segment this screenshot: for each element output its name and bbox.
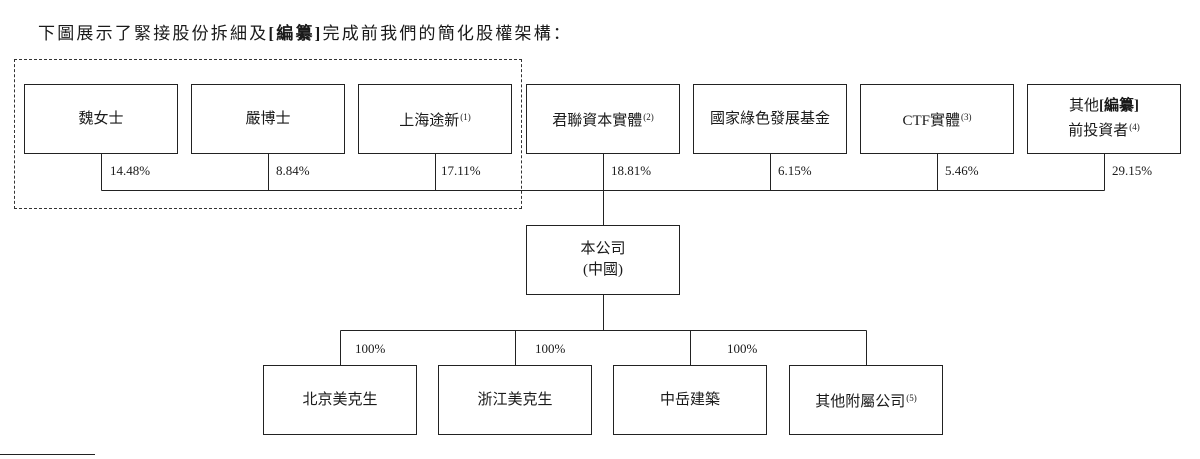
shareholder-name: 魏女士 <box>78 110 124 127</box>
subsidiary-name: 浙江美克生 <box>477 391 553 408</box>
company-name: 本公司 <box>580 241 626 257</box>
shareholder-box-ctf: CTF實體(3) <box>860 84 1014 154</box>
shareholding-pct-5: 5.46% <box>945 163 979 178</box>
shareholder-name-redacted: [編纂] <box>1099 98 1139 114</box>
shareholding-pct-4: 6.15% <box>778 163 812 178</box>
footnote-marker: (5) <box>906 392 917 403</box>
shareholder-name: 君聯資本實體 <box>552 112 643 129</box>
shareholder-name: 國家綠色發展基金 <box>709 110 830 127</box>
shareholder-name-part: 其他 <box>1068 98 1099 114</box>
subsidiary-box-zhejiang: 浙江美克生 <box>438 365 592 435</box>
shareholder-name: 上海途新 <box>399 112 460 129</box>
shareholder-name-line2: 前投資者 <box>1068 123 1129 139</box>
subsidiary-pct-2: 100% <box>727 341 758 356</box>
shareholder-name: 嚴博士 <box>245 110 291 127</box>
shareholding-pct-1: 8.84% <box>276 163 310 178</box>
subsidiary-box-other-subsidiaries: 其他附屬公司(5) <box>789 365 943 435</box>
footnote-separator <box>0 454 95 455</box>
subsidiary-pct-0: 100% <box>355 341 386 356</box>
intro-redacted: [編纂] <box>268 24 323 43</box>
shareholding-pct-0: 14.48% <box>110 163 151 178</box>
intro-text-before: 下圖展示了緊接股份拆細及 <box>38 24 269 43</box>
shareholder-box-national-green-fund: 國家綠色發展基金 <box>693 84 847 154</box>
shareholder-box-legend-capital: 君聯資本實體(2) <box>526 84 680 154</box>
subsidiary-box-zhongyue-construction: 中岳建築 <box>613 365 767 435</box>
shareholder-box-dr-yan: 嚴博士 <box>191 84 345 154</box>
footnote-marker: (4) <box>1129 122 1140 132</box>
subsidiary-pct-1: 100% <box>535 341 566 356</box>
company-box: 本公司 (中國) <box>526 225 680 295</box>
intro-text-after: 完成前我們的簡化股權架構： <box>322 24 573 43</box>
shareholding-pct-2: 17.11% <box>441 163 481 178</box>
subsidiary-name: 中岳建築 <box>659 391 720 408</box>
shareholder-box-other-pre-ipo-investors: 其他[編纂] 前投資者(4) <box>1027 84 1181 154</box>
shareholder-name: CTF實體 <box>902 112 960 129</box>
subsidiary-name: 其他附屬公司 <box>815 393 906 410</box>
shareholding-pct-3: 18.81% <box>611 163 652 178</box>
shareholder-box-ms-wei: 魏女士 <box>24 84 178 154</box>
shareholder-box-shanghai-tuxin: 上海途新(1) <box>358 84 512 154</box>
shareholding-pct-6: 29.15% <box>1112 163 1153 178</box>
footnote-marker: (2) <box>643 111 654 122</box>
footnote-marker: (1) <box>460 111 471 122</box>
concert-party-group-border <box>14 59 522 209</box>
subsidiary-box-beijing: 北京美克生 <box>263 365 417 435</box>
subsidiary-name: 北京美克生 <box>302 391 378 408</box>
company-jurisdiction: (中國) <box>583 262 623 278</box>
footnote-marker: (3) <box>961 111 972 122</box>
intro-text: 下圖展示了緊接股份拆細及[編纂]完成前我們的簡化股權架構： <box>38 19 572 44</box>
